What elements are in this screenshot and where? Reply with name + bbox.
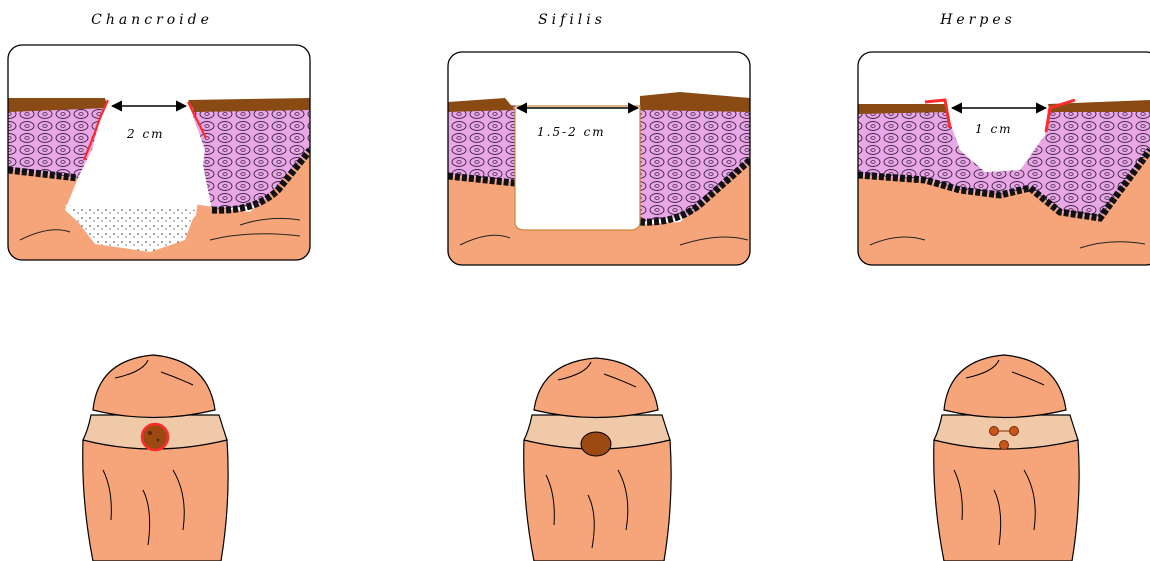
syphilis-chancre-icon bbox=[524, 358, 671, 561]
herpes-measurement: 1 cm bbox=[975, 122, 1013, 136]
syphilis-cross-section-icon bbox=[448, 52, 750, 265]
chancroid-lesion-icon bbox=[83, 355, 228, 561]
herpes-cross-section-icon bbox=[858, 52, 1150, 265]
herpes-vesicles-icon bbox=[934, 355, 1079, 561]
chancroid-cross-section-icon bbox=[8, 45, 310, 260]
chancroide-measurement: 2 cm bbox=[126, 127, 165, 141]
sifilis-measurement: 1.5-2 cm bbox=[537, 125, 606, 139]
